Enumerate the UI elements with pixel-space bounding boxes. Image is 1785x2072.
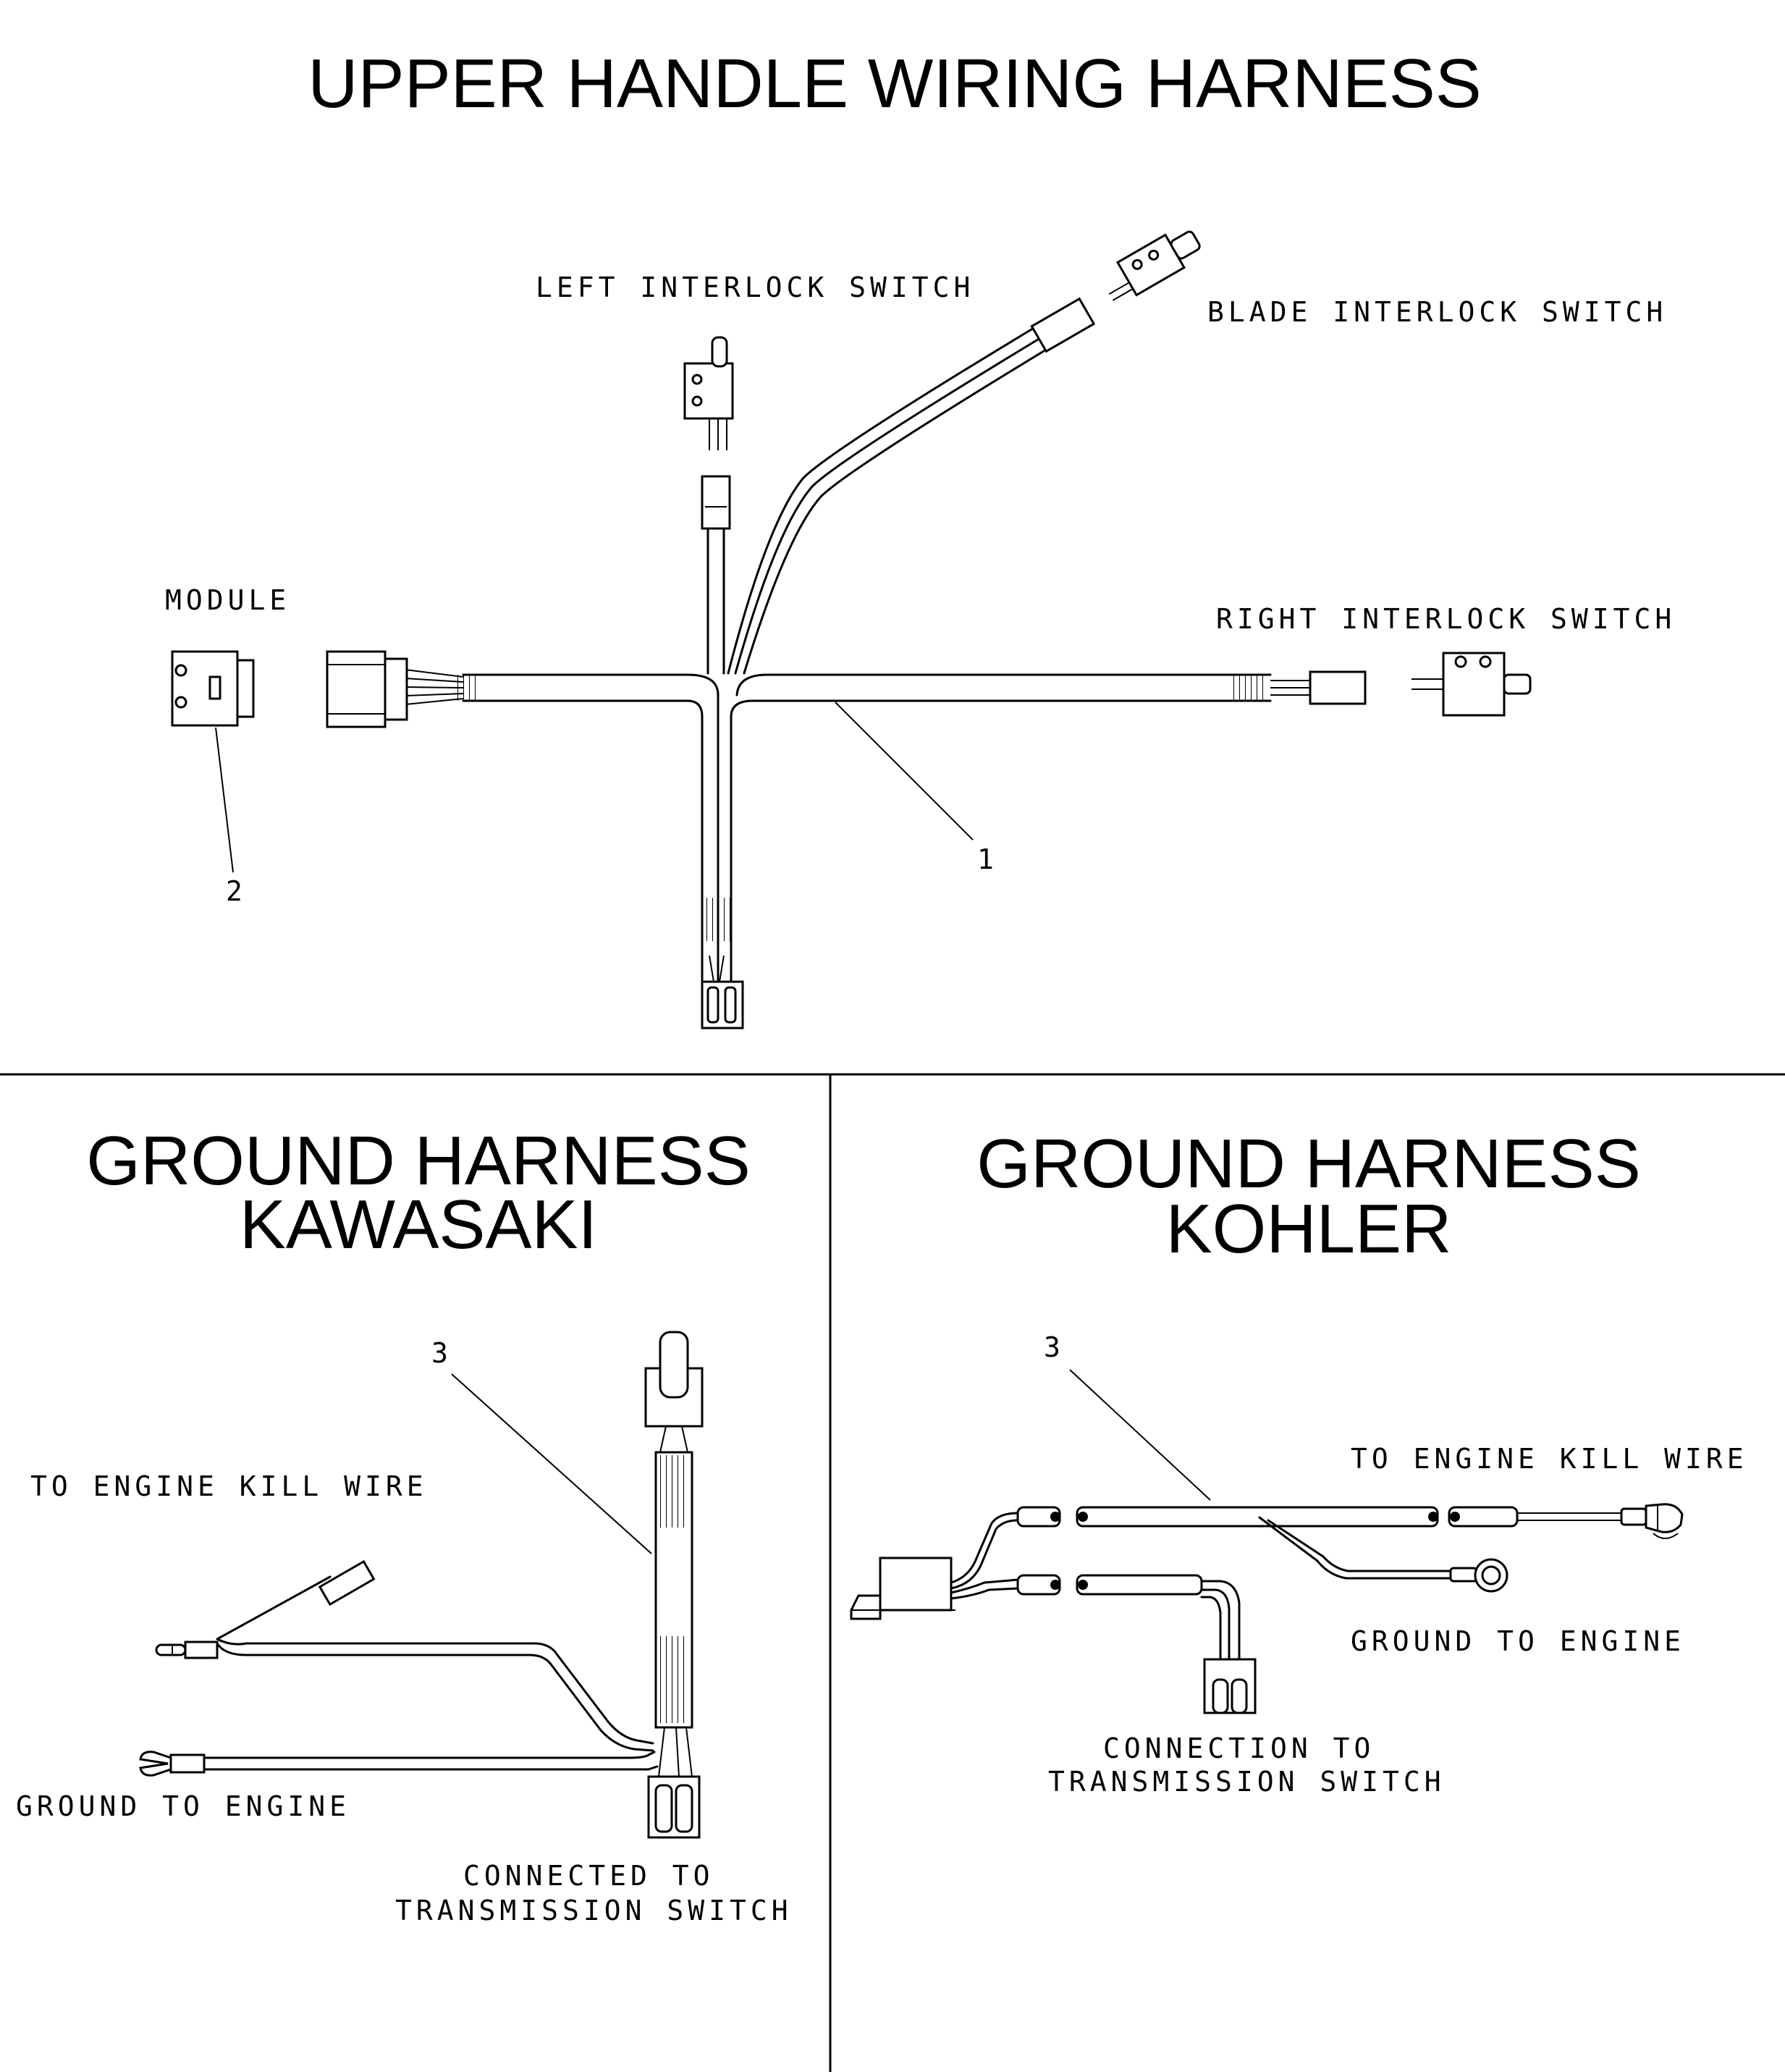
kohler-upper-sleeve-2 <box>1076 1506 1439 1528</box>
kawasaki-callout: 3 <box>431 1337 448 1369</box>
kawasaki-callout-leader <box>451 1373 652 1554</box>
kawasaki-kill-branch-b <box>216 1642 248 1656</box>
kohler-ground-ring-terminal <box>1449 1558 1508 1593</box>
blade-interlock-switch <box>1108 230 1201 301</box>
kawasaki-ground-label: GROUND TO ENGINE <box>16 1790 350 1822</box>
module <box>171 650 255 727</box>
blade-wire-b <box>734 326 1060 675</box>
left-interlock-switch <box>683 336 734 450</box>
kohler-lower-sleeve-2 <box>1076 1574 1203 1596</box>
kawasaki-kill-wire-upper <box>245 1642 654 1745</box>
kohler-callout: 3 <box>1044 1331 1060 1363</box>
kohler-connection-label-2: TRANSMISSION SWITCH <box>1048 1766 1446 1798</box>
right-interlock-switch <box>1411 652 1532 717</box>
blade-wire-a <box>727 317 1051 675</box>
kohler-ground-wire-b <box>1267 1519 1452 1572</box>
kohler-trans-wire-a <box>1200 1580 1241 1661</box>
kohler-title-line1: GROUND HARNESS <box>976 1125 1640 1203</box>
kawasaki-kill-branch-a <box>216 1575 332 1646</box>
kohler-upper-wire-b <box>950 1519 1019 1590</box>
callout-2-leader <box>215 727 234 873</box>
kohler-ground-wire-a <box>1258 1516 1452 1580</box>
kawasaki-kill-wire-plug <box>318 1559 376 1606</box>
kohler-kill-wire-terminal <box>1620 1503 1684 1539</box>
right-harness-wires <box>1270 680 1310 696</box>
bottom-harness-connector <box>701 955 744 1029</box>
hatch-bottom <box>702 898 731 941</box>
harness-module-connector-collar <box>384 657 408 721</box>
kohler-left-connector <box>850 1557 955 1620</box>
kohler-trans-wire-b <box>1200 1588 1231 1661</box>
kawasaki-transmission-connector <box>647 1775 701 1839</box>
blade-wire-c <box>743 337 1065 675</box>
kohler-trans-wire-c <box>1200 1596 1222 1661</box>
kawasaki-top-connector-pin <box>659 1331 689 1399</box>
module-wires <box>405 669 464 705</box>
harness-trunk-top-right <box>735 673 1272 696</box>
kohler-upper-sleeve-3 <box>1448 1506 1519 1528</box>
upper-harness-title: UPPER HANDLE WIRING HARNESS <box>308 45 1482 122</box>
right-interlock-harness-plug <box>1309 670 1367 705</box>
kawasaki-kill-wire-lower <box>245 1654 654 1752</box>
kohler-upper-wire-a <box>950 1512 1019 1584</box>
kohler-callout-leader <box>1069 1369 1211 1501</box>
kawasaki-ground-wire-upper <box>203 1751 656 1759</box>
kohler-lower-wire-b <box>950 1587 1019 1600</box>
callout-2: 2 <box>226 875 242 907</box>
kawasaki-connected-label-1: CONNECTED TO <box>463 1860 714 1892</box>
kohler-lower-wire-a <box>950 1578 1019 1594</box>
kawasaki-engine-kill-label: TO ENGINE KILL WIRE <box>30 1470 428 1502</box>
callout-1-leader <box>835 702 974 841</box>
kohler-transmission-connector <box>1203 1658 1257 1714</box>
kawasaki-harness-drawing: TO ENGINE KILL WIRE GROUND TO ENGINE CON… <box>16 1331 793 1926</box>
kawasaki-title-line2: KAWASAKI <box>240 1186 597 1263</box>
kawasaki-connected-label-2: TRANSMISSION SWITCH <box>395 1895 793 1926</box>
harness-trunk-top-left <box>462 673 720 986</box>
kawasaki-sleeve-hatch-bottom <box>659 1636 689 1723</box>
blade-harness-plug <box>1030 297 1096 353</box>
callout-1: 1 <box>977 843 994 875</box>
hatch-right <box>1231 675 1267 701</box>
kawasaki-kill-wire-terminal <box>155 1641 219 1659</box>
module-label: MODULE <box>165 584 290 616</box>
kawasaki-ground-terminal <box>139 1751 206 1777</box>
kohler-ground-label: GROUND TO ENGINE <box>1351 1625 1685 1657</box>
right-interlock-label: RIGHT INTERLOCK SWITCH <box>1216 603 1676 635</box>
kawasaki-sleeve-hatch-top <box>659 1455 689 1528</box>
left-interlock-harness-plug <box>701 475 731 530</box>
upper-harness-drawing: MODULE 2 LEFT INTERLOCK SWITCH <box>165 230 1676 1029</box>
kohler-engine-kill-label: TO ENGINE KILL WIRE <box>1351 1443 1748 1475</box>
blade-interlock-label: BLADE INTERLOCK SWITCH <box>1207 296 1667 328</box>
harness-module-connector <box>326 650 387 728</box>
kawasaki-ground-wire-lower <box>203 1765 659 1771</box>
left-interlock-label: LEFT INTERLOCK SWITCH <box>536 271 974 303</box>
kawasaki-title-line1: GROUND HARNESS <box>86 1122 750 1200</box>
harness-trunk-bottom <box>462 699 1272 1001</box>
kohler-title-line2: KOHLER <box>1166 1190 1452 1268</box>
kohler-harness-drawing: GROUND TO ENGINE TO ENGINE KILL WIRE CON… <box>850 1331 1748 1798</box>
kohler-connection-label-1: CONNECTION TO <box>1103 1732 1375 1764</box>
